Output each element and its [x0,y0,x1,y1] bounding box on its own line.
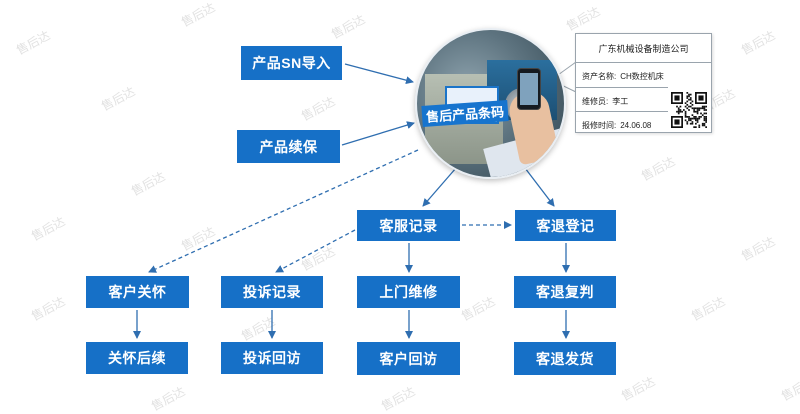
node-customer-revisit[interactable]: 客户回访 [357,342,460,375]
repair-time-label: 报修时间: [582,120,617,130]
qr-code-icon [671,92,707,128]
asset-tag-company: 广东机械设备制造公司 [576,34,711,63]
arrow-sn-to-photo [344,63,414,85]
node-customer-care[interactable]: 客户关怀 [86,276,189,308]
node-complaint-revisit[interactable]: 投诉回访 [221,342,323,374]
phone-screen [520,73,538,105]
asset-name-label: 资产名称: [582,71,617,81]
repair-time-value: 24.06.08 [620,120,652,130]
asset-name-value: CH数控机床 [620,71,664,81]
node-care-followup[interactable]: 关怀后续 [86,342,188,374]
flow-diagram: 售后达售后达售后达售后达售后达售后达售后达售后达售后达售后达售后达售后达售后达售… [14,0,800,413]
phone-icon [517,68,541,110]
node-renewal[interactable]: 产品续保 [237,130,340,163]
arrow-service-to-complaint [275,229,356,273]
technician-value: 李工 [612,96,629,106]
asset-tag-row-technician: 维修员: 李工 [582,94,628,108]
technician-label: 维修员: [582,96,609,106]
arrow-renewal-to-photo [341,121,415,146]
node-return-register[interactable]: 客退登记 [515,210,616,241]
asset-tag-row-asset: 资产名称: CH数控机床 [582,69,664,83]
tag-divider [576,111,668,112]
asset-tag-row-time: 报修时间: 24.06.08 [582,118,651,132]
node-complaint-record[interactable]: 投诉记录 [221,276,323,308]
node-return-shipping[interactable]: 客退发货 [514,342,616,375]
node-service-record[interactable]: 客服记录 [357,210,460,241]
tag-divider [576,87,668,88]
asset-tag-card: 广东机械设备制造公司 资产名称: CH数控机床 维修员: 李工 报修时间: 24… [575,33,712,133]
node-return-recheck[interactable]: 客退复判 [514,276,616,308]
connector-layer [133,63,570,339]
node-sn-import[interactable]: 产品SN导入 [241,46,342,80]
arrow-photo-to-care [148,149,419,273]
product-barcode-photo: 售后产品条码 [415,28,566,179]
node-onsite-repair[interactable]: 上门维修 [357,276,460,308]
arrow-photo-to-service [422,167,457,207]
